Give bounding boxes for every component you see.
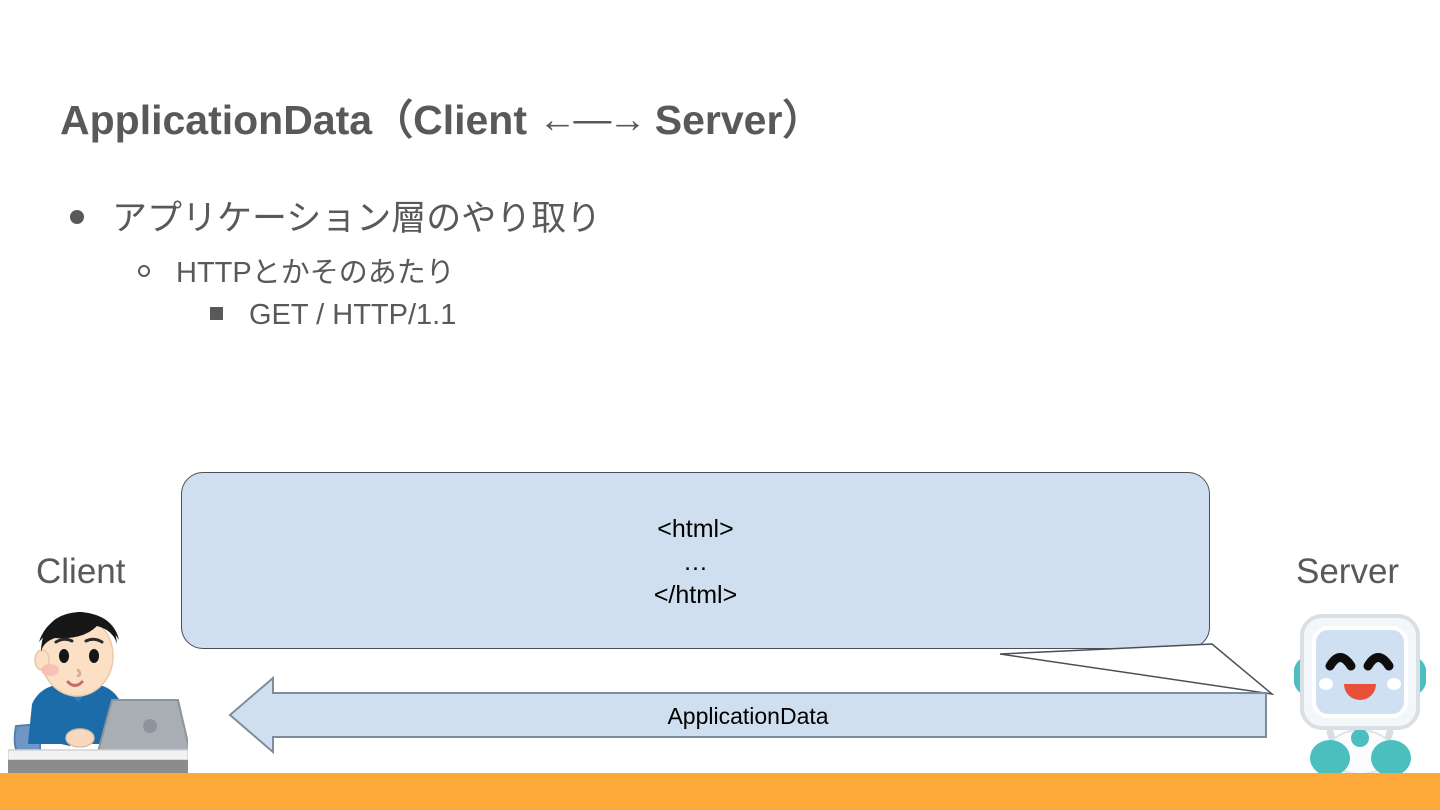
bullet-level-3-text: GET / HTTP/1.1 [249,299,457,331]
server-label: Server [1296,552,1400,591]
server-robot-illustration [1294,614,1426,776]
bullet-level-1-text: アプリケーション層のやり取り [112,199,602,238]
bullet-level-2-text: HTTPとかそのあたり [176,257,455,289]
application-data-arrow-label: ApplicationData [667,703,829,729]
bidirectional-arrow-icon: ←—→ [538,99,646,141]
page-title: ApplicationData（Client ←—→ Server） [60,86,823,146]
application-data-arrow [228,676,1267,754]
bullet-level-1: アプリケーション層のやり取り [70,190,601,241]
speech-bubble-text: <html> … </html> [182,513,1209,612]
speech-bubble: <html> … </html> [181,472,1210,649]
bullet-level-2: HTTPとかそのあたり [138,249,601,291]
bullet-circle-icon [138,265,150,277]
client-person-illustration [8,612,188,774]
ellipsis-line: … [683,548,708,576]
bullet-list: アプリケーション層のやり取り HTTPとかそのあたり GET / HTTP/1.… [70,190,601,332]
html-open-tag-line: <html> [657,515,734,543]
speech-bubble-tail [999,643,1275,696]
bullet-level-3: GET / HTTP/1.1 [210,299,601,332]
bullet-disc-icon [70,210,84,224]
page-title-main: ApplicationData（Client [60,97,539,143]
html-close-tag-line: </html> [653,581,738,609]
footer-accent-band [0,773,1440,810]
bullet-square-icon [210,307,223,320]
page-title-tail: Server） [643,97,824,143]
client-label: Client [36,552,126,591]
